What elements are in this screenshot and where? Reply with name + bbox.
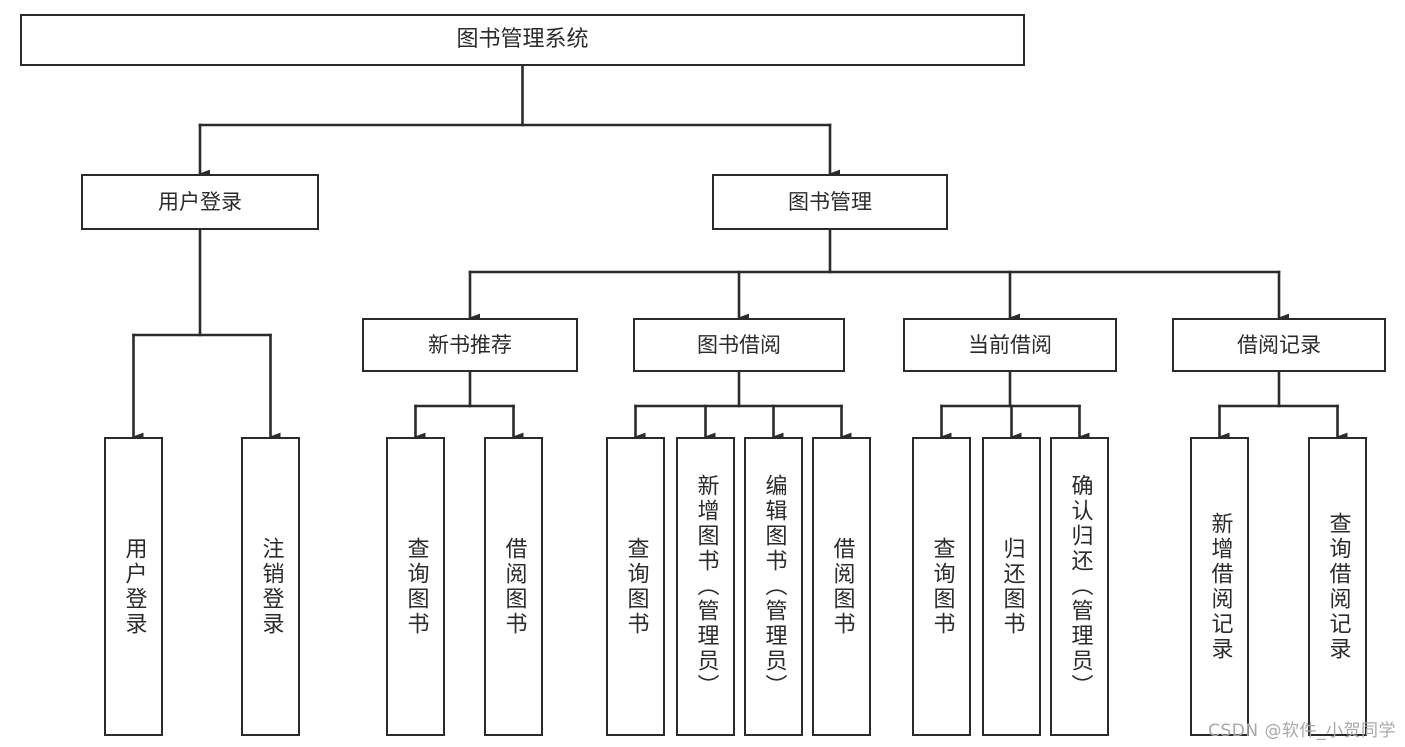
node-leaf-cb-confirm[interactable]: 确认归还（管理员） [1050, 437, 1109, 736]
node-label-book-borrow: 图书借阅 [697, 332, 781, 357]
node-root[interactable]: 图书管理系统 [20, 14, 1025, 66]
node-leaf-rec-query[interactable]: 查询图书 [386, 437, 445, 736]
node-label-leaf-bb-edit: 编辑图书（管理员） [761, 474, 787, 699]
node-label-leaf-cb-confirm: 确认归还（管理员） [1067, 474, 1093, 699]
node-leaf-user-login[interactable]: 用户登录 [104, 437, 163, 736]
node-book-manage[interactable]: 图书管理 [712, 174, 948, 230]
node-book-borrow[interactable]: 图书借阅 [633, 318, 845, 372]
node-label-leaf-rec-borrow: 借阅图书 [501, 536, 527, 637]
node-label-new-book-rec: 新书推荐 [428, 332, 512, 357]
node-label-leaf-bb-query: 查询图书 [623, 536, 649, 637]
edge-group [132, 64, 1348, 441]
node-label-leaf-rec-query: 查询图书 [403, 536, 429, 637]
node-label-current-borrow: 当前借阅 [968, 332, 1052, 357]
node-label-leaf-br-add: 新增借阅记录 [1207, 511, 1233, 662]
node-label-user-login: 用户登录 [158, 189, 242, 214]
node-user-login[interactable]: 用户登录 [81, 174, 319, 230]
node-label-leaf-br-query: 查询借阅记录 [1325, 511, 1351, 662]
node-leaf-br-add[interactable]: 新增借阅记录 [1190, 437, 1249, 736]
node-leaf-bb-borrow[interactable]: 借阅图书 [812, 437, 871, 736]
node-label-leaf-bb-add: 新增图书（管理员） [693, 474, 719, 699]
node-borrow-record[interactable]: 借阅记录 [1172, 318, 1386, 372]
node-leaf-user-logout[interactable]: 注销登录 [241, 437, 300, 736]
node-leaf-br-query[interactable]: 查询借阅记录 [1308, 437, 1367, 736]
node-current-borrow[interactable]: 当前借阅 [903, 318, 1117, 372]
node-new-book-rec[interactable]: 新书推荐 [362, 318, 578, 372]
node-label-leaf-bb-borrow: 借阅图书 [829, 536, 855, 637]
node-leaf-bb-add[interactable]: 新增图书（管理员） [676, 437, 735, 736]
node-leaf-bb-edit[interactable]: 编辑图书（管理员） [744, 437, 803, 736]
node-label-leaf-user-logout: 注销登录 [258, 536, 284, 637]
node-label-leaf-cb-query: 查询图书 [929, 536, 955, 637]
node-label-borrow-record: 借阅记录 [1237, 332, 1321, 357]
node-label-leaf-cb-return: 归还图书 [999, 536, 1025, 637]
node-label-root: 图书管理系统 [456, 27, 589, 53]
node-label-book-manage: 图书管理 [788, 189, 872, 214]
node-leaf-cb-return[interactable]: 归还图书 [982, 437, 1041, 736]
node-leaf-bb-query[interactable]: 查询图书 [606, 437, 665, 736]
node-leaf-cb-query[interactable]: 查询图书 [912, 437, 971, 736]
node-leaf-rec-borrow[interactable]: 借阅图书 [484, 437, 543, 736]
node-label-leaf-user-login: 用户登录 [121, 536, 147, 637]
